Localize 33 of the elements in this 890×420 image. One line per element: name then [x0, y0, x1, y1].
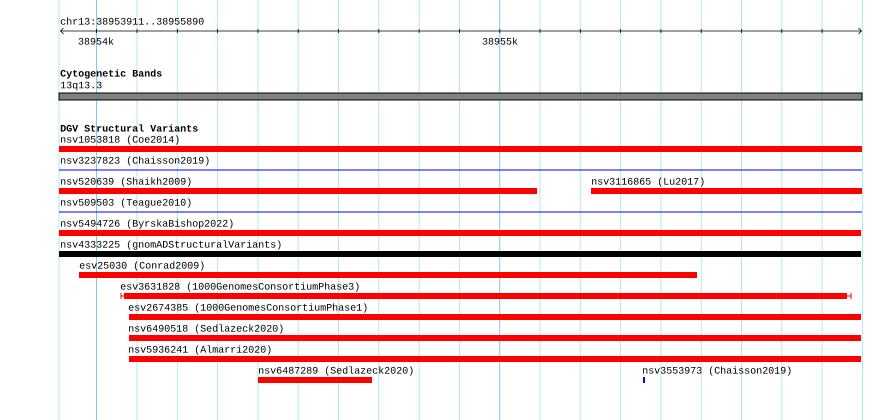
- feature-bar: esv3631828 (1000GenomesConsortiumPhase3): [120, 282, 852, 300]
- feature-bar: esv25030 (Conrad2009): [79, 261, 698, 278]
- node-label: nsv6487289 (Sedlazeck2020): [259, 366, 413, 376]
- feature-bar: nsv5494726 (ByrskaBishop2022): [59, 219, 862, 236]
- feature-bar: nsv520639 (Shaikh2009): [59, 177, 537, 194]
- feature-bar: nsv6490518 (Sedlazeck2020): [129, 324, 862, 341]
- cytoband-bar: 13q13.3: [58, 82, 863, 100]
- axis-label: 38954k: [78, 37, 114, 45]
- axis-label: 38955k: [482, 37, 518, 45]
- node-label: nsv4333225 (gnomADStructuralVariants): [61, 240, 281, 250]
- location-label: chr13:38953911..38955890: [60, 17, 204, 25]
- feature-bar: esv2674385 (1000GenomesConsortiumPhase1): [128, 303, 862, 320]
- node-label: nsv5936241 (Almarri2020): [129, 345, 271, 355]
- feature-bar: nsv5936241 (Almarri2020): [129, 345, 862, 362]
- node-label: nsv3116865 (Lu2017): [592, 177, 704, 187]
- node-label: esv3631828 (1000GenomesConsortiumPhase3): [120, 282, 359, 292]
- node-label: nsv3553973 (Chaisson2019): [643, 366, 791, 376]
- node-label: nsv1053818 (Coe2014): [61, 135, 179, 145]
- node-label: 13q13.3: [60, 82, 102, 90]
- feature-line: nsv3237823 (Chaisson2019): [58, 156, 863, 170]
- node-label: esv2674385 (1000GenomesConsortiumPhase1): [128, 303, 367, 313]
- track-title: Cytogenetic Bands: [60, 69, 162, 79]
- feature-bar: nsv6487289 (Sedlazeck2020): [258, 366, 413, 383]
- node-label: nsv6490518 (Sedlazeck2020): [129, 324, 283, 334]
- node-label: esv25030 (Conrad2009): [80, 261, 204, 271]
- track-title: DGV Structural Variants: [60, 124, 198, 132]
- node-label: nsv5494726 (ByrskaBishop2022): [61, 219, 233, 229]
- feature-bar: nsv4333225 (gnomADStructuralVariants): [59, 240, 862, 257]
- feature-bar: nsv1053818 (Coe2014): [59, 135, 862, 152]
- feature-line: nsv509503 (Teague2010): [58, 198, 863, 212]
- node-label: nsv520639 (Shaikh2009): [61, 177, 191, 187]
- feature-bar: nsv3116865 (Lu2017): [591, 177, 862, 194]
- feature-tick: nsv3553973 (Chaisson2019): [643, 366, 791, 383]
